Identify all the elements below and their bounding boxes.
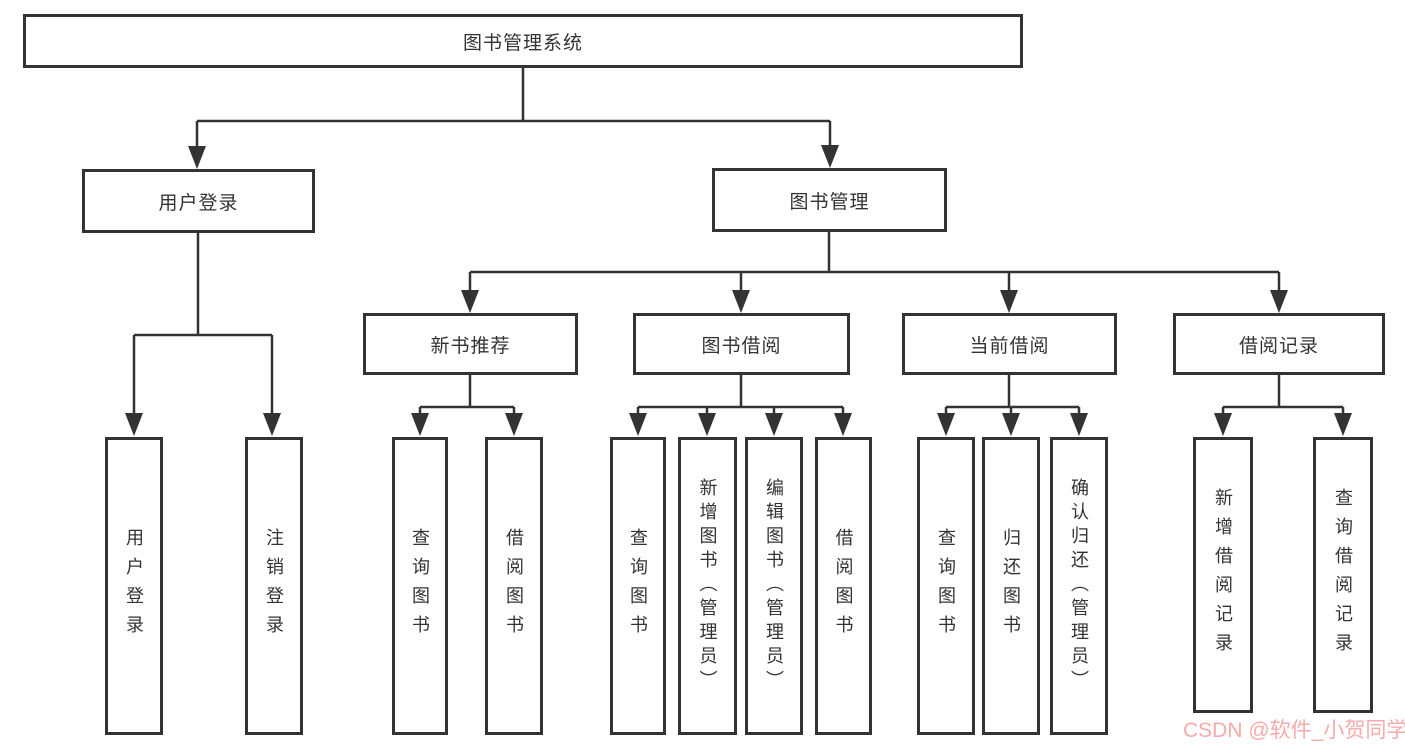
leaf-return-book: 归还图书 <box>982 437 1040 735</box>
leaf-borrow-book-2-label: 借阅图书 <box>833 528 854 644</box>
leaf-query-book-2-label: 查询图书 <box>628 528 648 644</box>
leaf-confirm-return-label: 确认归还（管理员） <box>1069 478 1089 694</box>
leaf-logout-label: 注销登录 <box>264 528 284 644</box>
leaf-borrow-book-2: 借阅图书 <box>815 437 872 735</box>
node-book-borrow-label: 图书借阅 <box>701 335 782 357</box>
node-root-label: 图书管理系统 <box>462 32 583 54</box>
leaf-query-borrow-record-label: 查询借阅记录 <box>1333 488 1353 662</box>
node-borrow-record: 借阅记录 <box>1173 313 1385 375</box>
leaf-confirm-return: 确认归还（管理员） <box>1050 437 1108 735</box>
leaf-query-book-3: 查询图书 <box>917 437 975 735</box>
node-book-borrow: 图书借阅 <box>633 313 850 375</box>
leaf-return-book-label: 归还图书 <box>1001 528 1021 644</box>
leaf-add-borrow-record-label: 新增借阅记录 <box>1213 488 1233 662</box>
node-user-login-label: 用户登录 <box>158 192 239 214</box>
leaf-query-book-1-label: 查询图书 <box>410 528 430 644</box>
node-root-system: 图书管理系统 <box>23 14 1023 68</box>
leaf-user-login-label: 用户登录 <box>124 528 144 644</box>
leaf-user-login: 用户登录 <box>105 437 163 735</box>
node-book-management-label: 图书管理 <box>789 191 870 213</box>
leaf-logout: 注销登录 <box>245 437 303 735</box>
leaf-add-borrow-record: 新增借阅记录 <box>1193 437 1253 713</box>
leaf-borrow-book-1-label: 借阅图书 <box>504 528 524 644</box>
node-user-login: 用户登录 <box>82 169 315 233</box>
leaf-query-book-3-label: 查询图书 <box>936 528 956 644</box>
node-borrow-record-label: 借阅记录 <box>1238 335 1319 357</box>
leaf-query-book-2: 查询图书 <box>610 437 666 735</box>
leaf-add-book-label: 新增图书（管理员） <box>697 478 718 694</box>
node-current-borrow-label: 当前借阅 <box>969 335 1050 357</box>
leaf-query-book-1: 查询图书 <box>392 437 448 735</box>
leaf-edit-book: 编辑图书（管理员） <box>745 437 803 735</box>
leaf-add-book: 新增图书（管理员） <box>678 437 737 735</box>
leaf-borrow-book-1: 借阅图书 <box>485 437 543 735</box>
leaf-edit-book-label: 编辑图书（管理员） <box>764 478 784 694</box>
node-new-book-recommend-label: 新书推荐 <box>430 335 511 357</box>
node-new-book-recommend: 新书推荐 <box>363 313 578 375</box>
leaf-query-borrow-record: 查询借阅记录 <box>1313 437 1373 713</box>
node-book-management: 图书管理 <box>712 168 947 232</box>
csdn-watermark: CSDN @软件_小贺同学 <box>1183 719 1405 742</box>
node-current-borrow: 当前借阅 <box>902 313 1117 375</box>
